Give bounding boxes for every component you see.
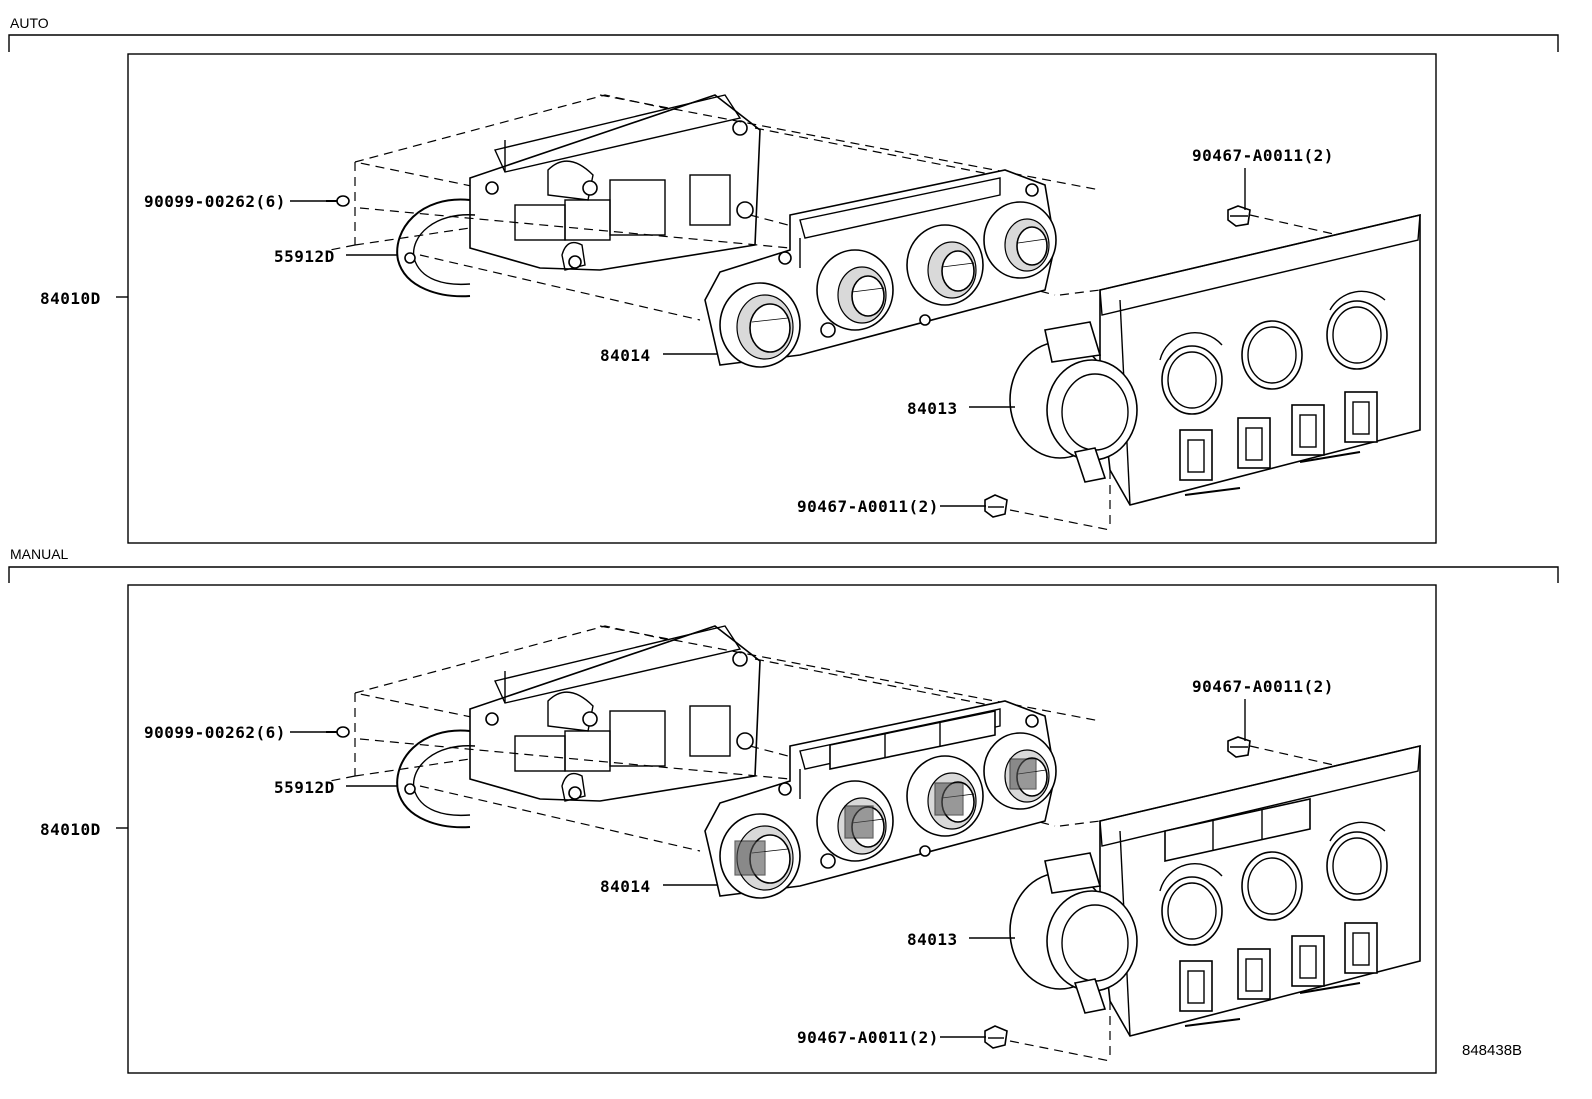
label-assembly: 84010D bbox=[40, 289, 101, 308]
label-clip-top: 90467-A0011(2) bbox=[1192, 146, 1334, 165]
section-auto: AUTO 90099-00262(6) 55912D 84010D 84014 … bbox=[8, 15, 1559, 544]
label-bracket: 55912D bbox=[274, 778, 335, 797]
label-screw: 90099-00262(6) bbox=[144, 723, 286, 742]
label-control: 84014 bbox=[600, 346, 651, 365]
diagram-frame-manual bbox=[127, 584, 1437, 1074]
section-bracket-auto bbox=[8, 34, 1559, 52]
label-control: 84014 bbox=[600, 877, 651, 896]
manual-button-strip bbox=[734, 710, 1311, 876]
label-clip-bottom: 90467-A0011(2) bbox=[797, 1028, 939, 1047]
section-bracket-manual bbox=[8, 566, 1559, 583]
diagram-frame-auto bbox=[127, 53, 1437, 544]
label-clip-bottom: 90467-A0011(2) bbox=[797, 497, 939, 516]
figure-id: 848438B bbox=[1462, 1042, 1522, 1059]
label-screw: 90099-00262(6) bbox=[144, 192, 286, 211]
label-bracket: 55912D bbox=[274, 247, 335, 266]
label-clip-top: 90467-A0011(2) bbox=[1192, 677, 1334, 696]
section-manual: MANUAL 90099-00262(6) 55912D 84010D 8401… bbox=[8, 546, 1559, 1074]
section-title-manual: MANUAL bbox=[10, 546, 69, 562]
label-panel: 84013 bbox=[907, 930, 958, 949]
label-assembly: 84010D bbox=[40, 820, 101, 839]
label-panel: 84013 bbox=[907, 399, 958, 418]
section-title-auto: AUTO bbox=[10, 15, 49, 31]
